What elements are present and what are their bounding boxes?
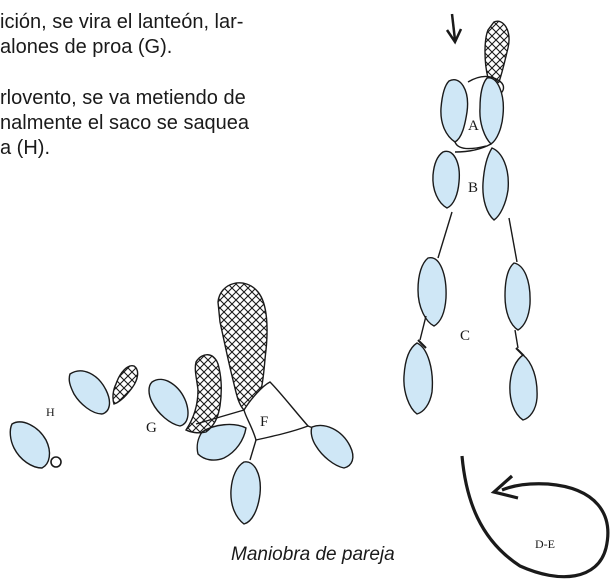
boat-b-left [433,151,459,208]
boat-a-right [480,78,503,144]
net-g [186,355,221,433]
boat-h-upper [69,371,109,414]
boat-c-lower-left [404,343,432,414]
direction-arrow-icon [447,14,461,42]
boat-f-bottom [231,462,260,524]
label-g: G [146,420,157,436]
label-b: B [468,180,478,196]
net-h [113,366,138,404]
label-de: D-E [535,537,555,551]
boat-h-left [10,422,49,468]
label-c: C [460,328,470,344]
boat-c-lower-right [510,355,537,420]
net-a [485,21,509,84]
buoy-h [51,457,61,467]
label-a: A [468,118,479,134]
boat-c-upper-right [505,263,530,330]
label-h: H [46,405,55,419]
loop-arrow-de [462,456,608,577]
boat-f-right [311,426,353,468]
boat-a-left [441,80,468,142]
boat-b-right [483,148,508,220]
boat-c-upper-left [418,258,446,326]
label-f: F [260,414,268,430]
